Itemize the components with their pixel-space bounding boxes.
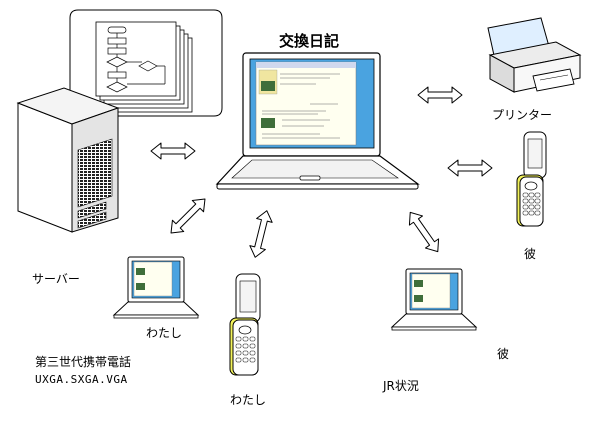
arrow-laptop-printer (417, 86, 463, 104)
printer-label: プリンター (492, 108, 553, 122)
server-label: サーバー (32, 272, 80, 286)
flowchart-pages-icon (95, 21, 193, 113)
arrow-server-laptop (150, 142, 196, 160)
server-icon (16, 87, 120, 233)
laptop-right-label: 彼 (497, 347, 510, 361)
gen3-phone-label: 第三世代携帯電話 (35, 355, 132, 369)
laptop-left-label: わたし (146, 326, 183, 340)
phone-right-icon (516, 131, 547, 227)
laptop-right-icon (390, 268, 478, 331)
resolution-label: UXGA.SXGA.VGA (35, 373, 128, 386)
arrow-laptop-laptop-left (170, 198, 206, 234)
arrow-laptop-phone-right (447, 159, 493, 177)
arrow-laptop-phone-left (249, 210, 273, 258)
phone-left-label: わたし (230, 393, 267, 407)
jr-status-label: JR状況 (383, 379, 419, 393)
main-laptop-icon (215, 52, 420, 190)
arrow-laptop-laptop-right (408, 211, 440, 253)
laptop-left-icon (112, 256, 200, 319)
phone-left-icon (229, 273, 261, 376)
main-laptop-label: 交換日記 (279, 32, 340, 50)
phone-right-label: 彼 (524, 247, 537, 261)
printer-icon (487, 17, 582, 93)
